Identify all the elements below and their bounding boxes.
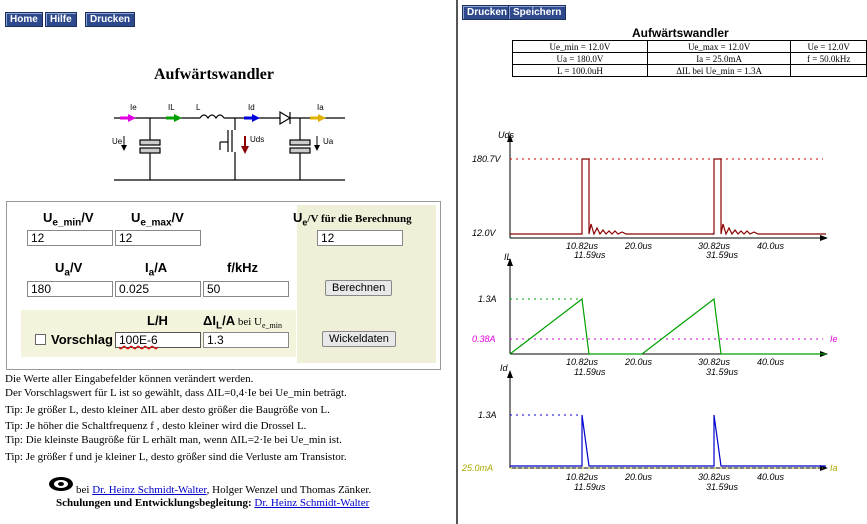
waveform-charts: Uds 180.7V 12.0V 10.82us 20.0us 30.82us … <box>461 130 838 492</box>
chart-il-xtick2: 11.59us <box>574 367 606 377</box>
chart-il-ylabel: IL <box>504 252 512 262</box>
tip-4: Tip: Je größer f und je kleiner L, desto… <box>5 451 347 463</box>
label-il: IL <box>168 103 175 112</box>
lh-label: L/H <box>147 313 168 328</box>
chart-uds-ytick: 180.7V <box>472 154 502 164</box>
info-line-1: Die Werte aller Eingabefelder können ver… <box>5 373 254 385</box>
tip-2: Tip: Je höher die Schaltfrequenz f , des… <box>5 420 307 432</box>
label-uds: Uds <box>250 135 264 144</box>
wickeldaten-button[interactable]: Wickeldaten <box>322 331 396 347</box>
param-cell: Ue = 12.0V <box>790 40 867 53</box>
home-button[interactable]: Home <box>5 12 43 27</box>
vorschlag-checkbox[interactable] <box>35 334 46 345</box>
circuit-diagram: Ie IL L Id Ia Ue Uds Ua <box>112 103 345 181</box>
ua-label: Ua/V <box>55 260 83 279</box>
chart-id-ytick: 25.0mA <box>461 463 493 473</box>
label-l: L <box>196 103 201 112</box>
drucken-button-left[interactable]: Drucken <box>85 12 136 27</box>
chart-uds-series <box>510 158 826 236</box>
label-ia: Ia <box>317 103 324 112</box>
chart-id: Id 1.3A 25.0mA Ia 10.82us 20.0us 30.82us… <box>461 363 838 492</box>
drucken-button-right[interactable]: Drucken <box>462 5 513 20</box>
schulungen-link[interactable]: Dr. Heinz Schmidt-Walter <box>254 497 370 509</box>
chart-uds-xtick: 10.82us <box>566 241 599 251</box>
logo-icon <box>49 477 73 491</box>
label-ua: Ua <box>323 137 334 146</box>
chart-uds-ytick: 12.0V <box>472 228 497 238</box>
chart-il: IL 1.3A 0.38A Ie 10.82us 20.0us 30.82us … <box>472 252 838 377</box>
ia-input[interactable]: 0.025 <box>115 281 201 297</box>
frame-divider[interactable] <box>456 0 458 524</box>
chart-uds-xtick: 20.0us <box>624 241 653 251</box>
chart-il-xtick: 20.0us <box>624 357 653 367</box>
f-label: f/kHz <box>227 260 259 275</box>
tip-1: Tip: Je größer L, desto kleiner ΔIL aber… <box>5 404 330 416</box>
berechnen-button[interactable]: Berechnen <box>325 280 393 296</box>
label-ie: Ie <box>130 103 137 112</box>
chart-id-ylabel: Id <box>500 363 509 373</box>
chart-id-xtick: 20.0us <box>624 472 653 482</box>
dil-label: ΔIL/A bei Ue_min <box>203 313 282 332</box>
chart-uds: Uds 180.7V 12.0V 10.82us 20.0us 30.82us … <box>472 130 828 260</box>
ua-input[interactable]: 180 <box>27 281 113 297</box>
ue-max-input[interactable]: 12 <box>115 230 201 246</box>
chart-id-ref-label: Ia <box>830 463 838 473</box>
credit-link[interactable]: Dr. Heinz Schmidt-Walter <box>92 484 207 496</box>
speichern-button[interactable]: Speichern <box>508 5 567 20</box>
chart-id-series <box>510 414 826 467</box>
chart-il-ytick: 0.38A <box>472 334 496 344</box>
chart-uds-xtick: 30.82us <box>698 241 731 251</box>
ue-calc-label: Ue/V für die Berechnung <box>293 210 412 228</box>
param-cell: Ia = 25.0mA <box>646 52 792 65</box>
chart-id-xtick: 30.82us <box>698 472 731 482</box>
chart-il-xtick: 30.82us <box>698 357 731 367</box>
param-cell: L = 100.0uH <box>512 64 648 77</box>
chart-il-xtick2: 31.59us <box>706 367 739 377</box>
param-cell: Ue_max = 12.0V <box>646 40 792 53</box>
chart-id-xtick2: 31.59us <box>706 482 739 492</box>
credit-line: bei Dr. Heinz Schmidt-Walter, Holger Wen… <box>76 484 372 496</box>
chart-il-xtick: 10.82us <box>566 357 599 367</box>
dil-input[interactable]: 1.3 <box>203 332 289 348</box>
chart-id-xtick2: 11.59us <box>574 482 606 492</box>
chart-uds-xtick2: 11.59us <box>574 250 606 260</box>
chart-id-ytick: 1.3A <box>478 410 497 420</box>
ia-label: Ia/A <box>145 260 168 279</box>
chart-il-series <box>509 297 826 355</box>
param-cell: Ue_min = 12.0V <box>512 40 648 53</box>
chart-uds-ylabel: Uds <box>498 130 515 140</box>
page-title: Aufwärtswandler <box>154 66 274 83</box>
info-line-2: Der Vorschlagswert für L ist so gewählt,… <box>5 387 347 399</box>
hilfe-button[interactable]: Hilfe <box>45 12 77 27</box>
chart-il-ytick: 1.3A <box>478 294 497 304</box>
tip-3: Tip: Die kleinste Baugröße für L erhält … <box>5 434 342 446</box>
lh-input[interactable]: 100E-6 <box>115 332 201 348</box>
input-form: Ue_min/V 12 Ue_max/V 12 Ue/V für die Ber… <box>6 201 441 370</box>
param-cell: Ua = 180.0V <box>512 52 648 65</box>
chart-id-xtick: 40.0us <box>757 472 785 482</box>
params-table: Ue_min = 12.0V Ue_max = 12.0V Ue = 12.0V… <box>512 40 867 77</box>
param-cell: ΔIL bei Ue_min = 1.3A <box>646 64 792 77</box>
label-id: Id <box>248 103 255 112</box>
chart-il-xtick: 40.0us <box>757 357 785 367</box>
chart-id-xtick: 10.82us <box>566 472 599 482</box>
ue-min-label: Ue_min/V <box>43 210 94 229</box>
f-input[interactable]: 50 <box>203 281 289 297</box>
param-cell: f = 50.0kHz <box>790 52 867 65</box>
vorschlag-label: Vorschlag <box>51 332 113 347</box>
chart-uds-xtick2: 31.59us <box>706 250 739 260</box>
schulungen-line: Schulungen und Entwicklungsbegleitung: D… <box>56 497 370 509</box>
chart-il-ref-label: Ie <box>830 334 838 344</box>
right-title: Aufwärtswandler <box>632 26 729 40</box>
chart-uds-xtick: 40.0us <box>757 241 785 251</box>
label-ue: Ue <box>112 137 123 146</box>
ue-max-label: Ue_max/V <box>131 210 184 229</box>
ue-min-input[interactable]: 12 <box>27 230 113 246</box>
ue-calc-input[interactable]: 12 <box>317 230 403 246</box>
param-cell <box>790 64 867 77</box>
